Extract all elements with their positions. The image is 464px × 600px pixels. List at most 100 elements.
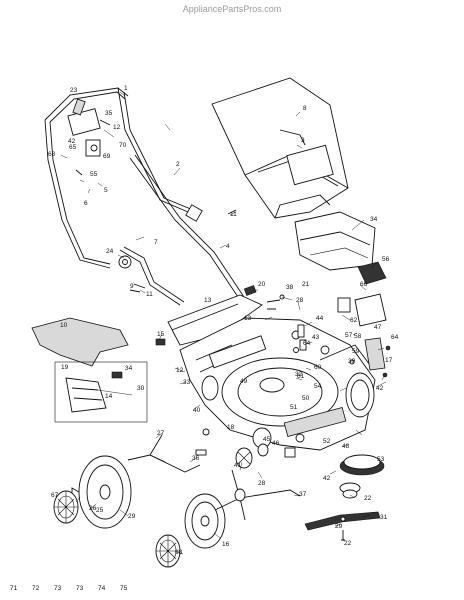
callout-7: 7 [154, 239, 158, 246]
callout-61: 61 [297, 373, 305, 380]
deck-wheel [201, 372, 375, 449]
callout-46: 46 [272, 440, 280, 447]
callout-20: 20 [258, 281, 266, 288]
callout-43: 43 [312, 334, 320, 341]
callout-60: 60 [314, 364, 322, 371]
callout-42: 42 [68, 138, 76, 145]
callout-23: 23 [70, 87, 78, 94]
callout-69: 69 [103, 153, 111, 160]
callout-2: 2 [176, 161, 180, 168]
callout-6: 6 [84, 200, 88, 207]
callout-27: 27 [157, 430, 165, 437]
callout-15: 15 [157, 331, 165, 338]
mower-deck [179, 317, 376, 451]
callout-67: 67 [51, 492, 59, 499]
callout-17: 17 [385, 357, 393, 364]
callout-21: 21 [302, 281, 310, 288]
callout-44: 44 [316, 315, 324, 322]
callout-12: 12 [176, 367, 184, 374]
callout-64: 64 [391, 334, 399, 341]
callout-32: 32 [295, 371, 303, 378]
callout-42: 42 [376, 385, 384, 392]
callout-30: 30 [137, 385, 145, 392]
callout-22: 22 [344, 540, 352, 547]
height-adjust-knobs [234, 443, 296, 502]
blade-adapter-assembly [339, 454, 385, 499]
callout-62: 62 [350, 317, 358, 324]
callout-42: 42 [323, 475, 331, 482]
callout-26: 26 [89, 505, 97, 512]
callout-57: 57 [345, 332, 353, 339]
callout-52: 52 [323, 438, 331, 445]
callout-29: 29 [335, 523, 343, 530]
callout-28: 28 [258, 480, 266, 487]
callout-53: 53 [377, 456, 385, 463]
callout-34: 34 [125, 365, 133, 372]
upper-handle [44, 87, 199, 269]
mulch-plug [31, 317, 129, 367]
callout-11: 11 [146, 291, 153, 298]
callout-45: 45 [263, 436, 271, 443]
callout-11: 11 [230, 211, 237, 218]
callout-56: 56 [382, 256, 390, 263]
callout-59: 59 [352, 348, 360, 355]
callout-22: 22 [364, 495, 372, 502]
front-wheel-right [184, 493, 226, 549]
callout-73: 73 [76, 585, 84, 592]
callout-25: 25 [96, 507, 104, 514]
lower-handle [118, 154, 245, 306]
callout-65: 65 [69, 144, 77, 151]
callout-54: 54 [314, 383, 322, 390]
small-fasteners [129, 209, 391, 378]
callout-72: 72 [32, 585, 40, 592]
callout-47: 47 [374, 324, 382, 331]
callout-35: 35 [105, 110, 113, 117]
callout-10: 10 [60, 322, 68, 329]
leader-lines [60, 91, 387, 555]
callout-68: 68 [175, 549, 183, 556]
callout-55: 55 [90, 171, 98, 178]
blade [304, 511, 381, 541]
callout-19: 19 [61, 364, 69, 371]
callout-14: 14 [105, 393, 113, 400]
callout-1: 1 [124, 85, 128, 92]
callout-49: 49 [240, 378, 248, 385]
inset-detail-box [54, 361, 148, 423]
callout-34: 34 [370, 216, 378, 223]
grass-bag [211, 77, 349, 219]
hubcap-right [155, 534, 181, 568]
hubcap-left [53, 490, 79, 524]
callout-29: 29 [128, 513, 136, 520]
callout-74: 74 [98, 585, 106, 592]
callout-40: 40 [193, 407, 201, 414]
battery-charger-parts [337, 261, 387, 371]
callout-75: 75 [120, 585, 128, 592]
callout-71: 71 [10, 585, 18, 592]
callout-24: 24 [106, 248, 114, 255]
callout-28: 28 [296, 297, 304, 304]
callout-41: 41 [234, 462, 242, 469]
callout-39: 39 [348, 358, 356, 365]
callout-9: 9 [130, 283, 134, 290]
callout-50: 50 [302, 395, 310, 402]
callout-13: 13 [244, 315, 252, 322]
callout-5: 5 [104, 187, 108, 194]
callout-73: 73 [54, 585, 62, 592]
callout-33: 33 [183, 379, 191, 386]
callout-66: 66 [360, 281, 368, 288]
callout-13: 13 [204, 297, 212, 304]
callout-58: 58 [354, 333, 362, 340]
callout-31: 31 [380, 514, 388, 521]
callout-36: 36 [192, 455, 200, 462]
callout-64: 64 [303, 340, 311, 347]
callout-63: 63 [48, 151, 56, 158]
watermark: AppliancePartsPros.com [182, 4, 282, 14]
callout-12: 12 [113, 124, 121, 131]
callout-70: 70 [119, 142, 127, 149]
rear-wheel-left [71, 455, 132, 529]
callout-37: 37 [299, 491, 307, 498]
callout-48: 48 [342, 443, 350, 450]
callout-38: 38 [286, 284, 294, 291]
